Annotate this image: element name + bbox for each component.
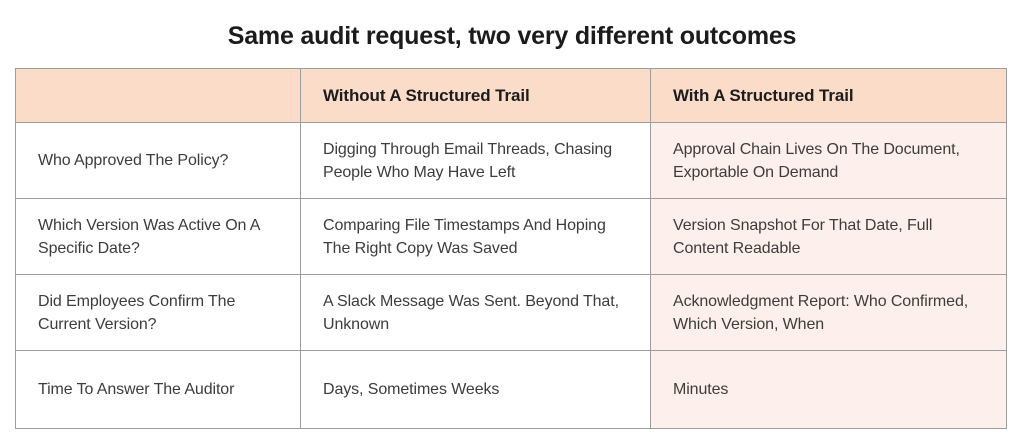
column-header-with-structured-trail: With A Structured Trail <box>650 68 1007 123</box>
table-header: Without A Structured Trail With A Struct… <box>15 68 1007 123</box>
column-header-without-structured-trail: Without A Structured Trail <box>300 68 651 123</box>
cell-without-structured-trail: A Slack Message Was Sent. Beyond That, U… <box>300 274 651 351</box>
cell-with-structured-trail: Approval Chain Lives On The Document, Ex… <box>650 122 1007 199</box>
cell-question: Who Approved The Policy? <box>15 122 301 199</box>
column-header-question <box>15 68 301 123</box>
cell-without-structured-trail: Comparing File Timestamps And Hoping The… <box>300 198 651 275</box>
cell-question: Time To Answer The Auditor <box>15 350 301 429</box>
page-title: Same audit request, two very different o… <box>227 22 797 50</box>
cell-without-structured-trail: Digging Through Email Threads, Chasing P… <box>300 122 651 199</box>
cell-with-structured-trail: Version Snapshot For That Date, Full Con… <box>650 198 1007 275</box>
cell-without-structured-trail: Days, Sometimes Weeks <box>300 350 651 429</box>
cell-question: Did Employees Confirm The Current Versio… <box>15 274 301 351</box>
table-header-row: Without A Structured Trail With A Struct… <box>15 68 1007 123</box>
cell-with-structured-trail: Minutes <box>650 350 1007 429</box>
audit-comparison-table: Without A Structured Trail With A Struct… <box>15 68 1007 429</box>
cell-question: Which Version Was Active On A Specific D… <box>15 198 301 275</box>
cell-with-structured-trail: Acknowledgment Report: Who Confirmed, Wh… <box>650 274 1007 351</box>
table-row: Which Version Was Active On A Specific D… <box>15 198 1007 275</box>
table-row: Did Employees Confirm The Current Versio… <box>15 274 1007 351</box>
table-row: Time To Answer The Auditor Days, Sometim… <box>15 350 1007 429</box>
table-body: Who Approved The Policy? Digging Through… <box>15 122 1007 429</box>
table-row: Who Approved The Policy? Digging Through… <box>15 122 1007 199</box>
